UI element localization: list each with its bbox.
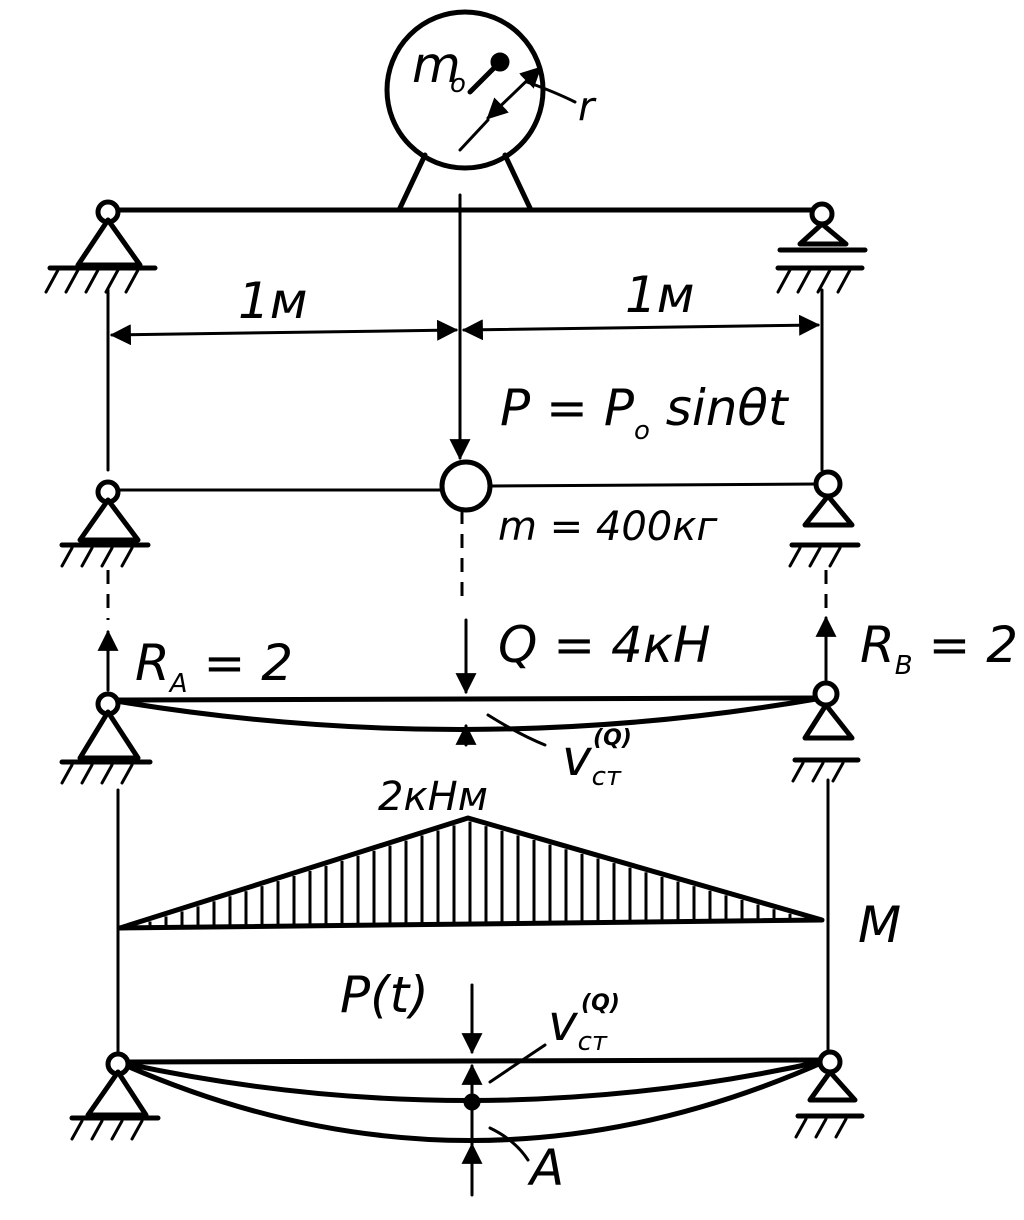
dim-left-label: 1м: [238, 272, 308, 330]
motor-mass-label: m: [412, 36, 461, 94]
beam-5: [115, 1057, 831, 1065]
moment-diagram: 2кНм M: [116, 774, 901, 1057]
load-q-label: Q = 4кН: [498, 616, 711, 674]
dyn-leader-2: [488, 1126, 530, 1162]
pin-support-left-3: [59, 691, 153, 785]
static-deflection-label: vст(Q): [562, 726, 632, 792]
beam-3: [107, 695, 825, 703]
pin-support-left-1: [44, 199, 158, 294]
reaction-a-label: RA = 2: [135, 634, 293, 699]
roller-support-right-2: [788, 469, 861, 568]
roller-support-right-5: [794, 1049, 865, 1139]
motor: m o r: [384, 9, 597, 211]
dim-right-label: 1м: [625, 266, 695, 324]
moment-label: M: [858, 896, 901, 954]
dyn-leader-1: [488, 1043, 547, 1084]
amplitude-label: A: [527, 1139, 564, 1197]
motor-mass-sub: o: [450, 69, 466, 99]
moment-peak-label: 2кНм: [378, 774, 488, 820]
dimension-lines: 1м 1м: [106, 266, 824, 472]
mass-circle: [439, 459, 493, 513]
reaction-b-label: RB = 2: [860, 616, 1018, 681]
motor-radius-label: r: [578, 84, 597, 130]
force-label: P = Po sinθt: [500, 379, 790, 446]
mass-point: [463, 1093, 481, 1111]
dynamic-deflection-label: vст(Q): [548, 991, 620, 1057]
beam-2-right: [490, 482, 820, 488]
roller-support-right-1: [775, 201, 868, 294]
pin-support-left-2: [59, 479, 151, 568]
deflection-leader: [486, 713, 547, 747]
roller-support-right-3: [791, 680, 861, 783]
pin-support-left-5: [69, 1051, 161, 1141]
dynamic-force-label: P(t): [340, 966, 429, 1024]
mass-label: m = 400кг: [498, 504, 718, 550]
